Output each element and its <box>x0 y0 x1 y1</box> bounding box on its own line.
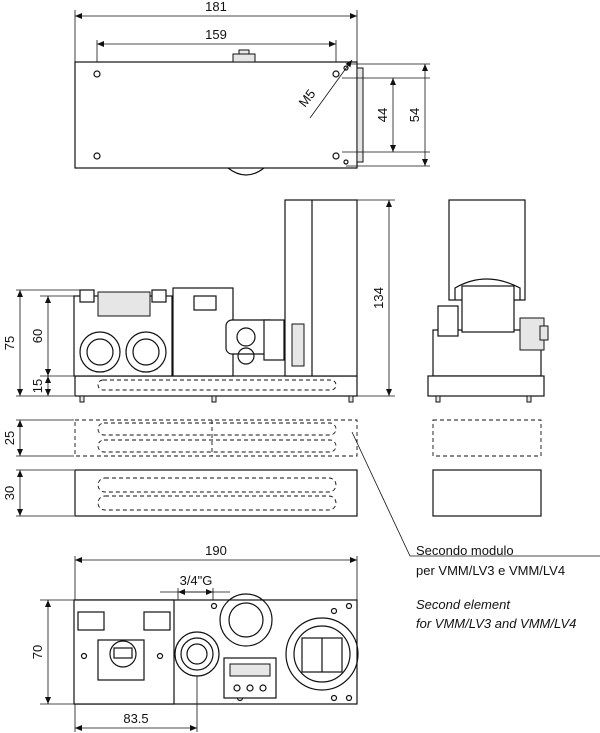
port-size-label: 3/4"G <box>180 573 213 588</box>
dim-70-label: 70 <box>30 645 45 659</box>
dim-54-label: 54 <box>407 108 422 122</box>
top-connector <box>232 53 256 63</box>
dim-44-label: 44 <box>375 108 390 122</box>
front-view: 134 75 60 15 <box>2 199 395 403</box>
side-view <box>427 199 549 403</box>
module-30-front <box>74 469 358 517</box>
note-it-line1: Secondo modulo <box>416 543 514 558</box>
module-30-side <box>432 469 542 517</box>
hole <box>332 152 340 160</box>
dim-75-label: 75 <box>2 336 17 350</box>
second-module-dashed: 25 <box>2 419 542 457</box>
dim-60-label: 60 <box>30 329 45 343</box>
module-25-side <box>432 419 542 457</box>
side-base <box>427 375 545 397</box>
dim-83-5-label: 83.5 <box>123 711 148 726</box>
note-en-line2: for VMM/LV3 and VMM/LV4 <box>416 616 576 631</box>
note-en-line1: Second element <box>416 597 511 612</box>
hole <box>93 70 101 78</box>
filter-cap <box>219 593 273 647</box>
module-25-front <box>74 419 358 457</box>
front-base <box>74 375 358 397</box>
dim-25-label: 25 <box>2 431 17 445</box>
side-filter-housing <box>448 199 526 301</box>
hole <box>332 70 340 78</box>
hole <box>93 152 101 160</box>
dim-15-label: 15 <box>30 379 45 393</box>
top-view: 181 159 M5 44 54 <box>74 0 430 176</box>
filter-housing <box>284 199 358 377</box>
dim-181-label: 181 <box>205 0 227 14</box>
top-body <box>74 61 358 169</box>
note-it-line2: per VMM/LV3 e VMM/LV4 <box>416 563 565 578</box>
module-30: 30 <box>2 469 542 517</box>
dim-190-label: 190 <box>205 543 227 558</box>
dim-134-label: 134 <box>371 287 386 309</box>
dim-30-label: 30 <box>2 486 17 500</box>
bottom-view: 190 3/4"G <box>30 543 359 732</box>
pump-head <box>285 617 359 691</box>
top-wheel <box>227 167 265 176</box>
m5-leader <box>309 59 353 119</box>
dim-159-label: 159 <box>205 27 227 42</box>
selector-knob <box>109 640 137 668</box>
note-leader <box>351 431 600 557</box>
